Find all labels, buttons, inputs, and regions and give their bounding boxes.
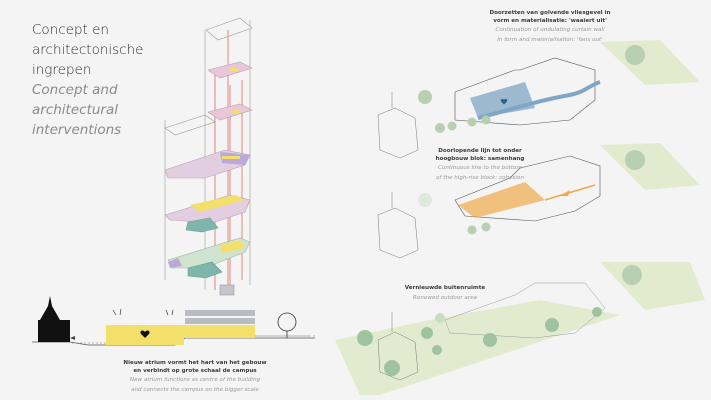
highrise-band-1 — [185, 310, 255, 316]
green-volume-5 — [187, 261, 223, 279]
label-atrium-en-2: and connects the campus on the bigger sc… — [131, 386, 259, 393]
label-atrium-nl-2: en verbindt op grote schaal de campus — [133, 367, 257, 374]
atrium-void-2 — [231, 110, 241, 114]
park-plane-3 — [600, 262, 705, 310]
label-facade-nl-2: vorm en materialisatie: 'waaiert uit' — [493, 17, 607, 24]
church-outline-3 — [377, 312, 419, 381]
label-facade-en-2: in form and materialisation: 'fans out' — [497, 36, 603, 43]
section-diagram — [32, 296, 315, 346]
label-atrium-en-1: New atrium functions as centre of the bu… — [129, 377, 261, 383]
axo-outdoor — [335, 262, 705, 395]
page-title: Concept en architectonische ingrepen Con… — [32, 20, 143, 140]
roof-slab — [205, 17, 253, 41]
label-atrium-nl-1: Nieuw atrium vormt het hart van het gebo… — [123, 360, 267, 366]
label-facade: Doorzetten van golvende vliesgevel in vo… — [470, 10, 630, 44]
label-facade-nl-1: Doorzetten van golvende vliesgevel in — [489, 10, 611, 16]
label-continuous-line: Doorlopende lijn tot onder hoogbouw blok… — [425, 148, 535, 182]
floor-slab-2 — [207, 103, 253, 121]
highrise-band-2 — [185, 318, 255, 324]
label-continuous-nl-1: Doorlopende lijn tot onder — [438, 148, 522, 154]
green-volume-4 — [185, 217, 219, 233]
label-continuous-nl-2: hoogbouw blok: samenhang — [435, 155, 525, 162]
base-core — [219, 284, 235, 296]
axo-continuous-line — [377, 143, 700, 259]
label-outdoor-en: Renewed outdoor area — [413, 294, 477, 301]
tree-2 — [625, 150, 645, 170]
exploded-axonometric — [164, 17, 253, 296]
church-outline-2 — [377, 192, 419, 259]
label-outdoor: Vernieuwde buitenruimte Renewed outdoor … — [390, 285, 500, 302]
title-nl-line-2: architectonische — [32, 42, 144, 58]
tree-symbol — [277, 312, 297, 338]
axo-facade — [377, 40, 700, 159]
park-plane-1 — [600, 40, 700, 85]
wave-band — [477, 80, 601, 120]
title-nl-line-3: ingrepen — [32, 62, 92, 78]
label-continuous-en-1: Continuous line to the bottom — [438, 165, 522, 171]
tree-3 — [622, 265, 642, 285]
label-atrium: Nieuw atrium vormt het hart van het gebo… — [105, 360, 285, 394]
title-nl-line-1: Concept en — [32, 22, 109, 38]
title-en-line-1: Concept and — [32, 82, 118, 98]
arrow-icon — [70, 336, 75, 340]
tree-1 — [625, 45, 645, 65]
title-en-line-3: interventions — [32, 122, 122, 138]
church-silhouette — [38, 296, 70, 342]
continuous-floor-orange — [458, 182, 545, 218]
label-facade-en-1: Continuation of undulating curtain wall — [495, 27, 605, 33]
title-en-line-2: architectural — [32, 102, 118, 118]
landscape-plane — [335, 300, 620, 395]
arrow-orange-icon — [560, 190, 570, 196]
heart-icon — [140, 330, 150, 338]
church-outline-1 — [377, 92, 419, 159]
atrium-void-1 — [229, 68, 239, 72]
label-outdoor-nl: Vernieuwde buitenruimte — [404, 285, 486, 291]
label-continuous-en-2: of the high-rise block: cohesion — [436, 174, 524, 181]
heart-icon-blue — [500, 98, 508, 105]
park-plane-2 — [600, 143, 700, 190]
light-rays — [112, 308, 174, 316]
